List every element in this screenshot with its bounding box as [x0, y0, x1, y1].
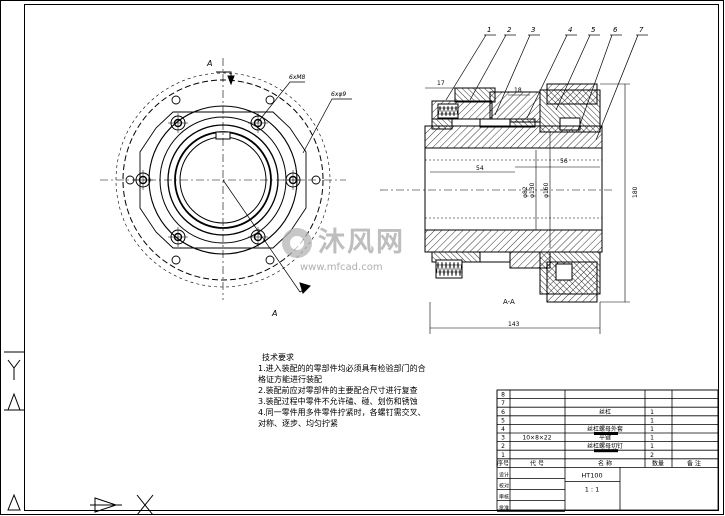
title-block-side-label: 审核 — [499, 493, 509, 500]
callout-number: 1 — [487, 26, 491, 34]
dim-dia-a: φ130 — [529, 182, 536, 198]
dim-top-mid: 18 — [514, 87, 522, 94]
callout-number: 5 — [591, 26, 596, 34]
callout-leader — [494, 34, 531, 116]
dim-dia-c: φ82 — [522, 186, 529, 198]
section-view — [424, 83, 603, 303]
bom-name: 丝杠 — [599, 408, 611, 416]
bom-seq: 7 — [501, 400, 505, 407]
watermark-logo-icon — [282, 228, 312, 258]
callout-number: 6 — [613, 26, 618, 34]
dim-total-len: 143 — [508, 321, 520, 328]
tech-line: 1.进入装配的的零部件均必须具有检验部门的合 — [258, 364, 426, 373]
title-block-side-label: 校对 — [499, 482, 509, 489]
bom-code: 10×8×22 — [522, 435, 551, 442]
bom-name: 丝杠螺母外套 — [587, 425, 623, 433]
section-label-top: A — [206, 59, 212, 68]
watermark-url: www.mfcad.com — [300, 262, 383, 273]
dim-left-len: 54 — [476, 165, 484, 172]
tech-line: 2.装配前应对零部件的主要配合尺寸进行复查 — [258, 386, 418, 395]
bom-redaction — [594, 432, 618, 435]
callout-number: 4 — [568, 26, 572, 34]
title-block-side-label: 批准 — [499, 504, 509, 511]
bom-name: 丝杠螺母切钉 — [587, 442, 623, 450]
bom-seq: 2 — [501, 443, 505, 450]
callout-number: 7 — [639, 26, 644, 34]
bom-seq: 5 — [501, 417, 505, 424]
material-label: HT100 — [581, 471, 602, 479]
technical-requirements: 技术要求 1.进入装配的的零部件均必须具有检验部门的合 格证方能进行装配 2.装… — [258, 352, 483, 429]
bom-header-seq: 序号 — [497, 459, 509, 467]
section-label-bottom: A — [271, 309, 277, 318]
bom-header-qty: 数量 — [652, 459, 664, 467]
outer-hole — [311, 175, 321, 185]
bom-header-note: 备 注 — [687, 459, 701, 467]
bom-seq: 4 — [501, 426, 505, 433]
callout-number: 2 — [507, 26, 512, 34]
outer-hole — [265, 255, 275, 265]
callout-leader — [526, 34, 568, 119]
hole-leaders — [257, 81, 352, 154]
bom-qty: 1 — [650, 435, 654, 442]
tech-line: 格证方能进行装配 — [258, 375, 322, 384]
dim-dia-b: φ160 — [543, 182, 550, 198]
watermark-title: 沐风网 — [318, 227, 405, 258]
bom-seq: 6 — [501, 409, 505, 416]
hole-note-inner: 6xM8 — [289, 74, 306, 81]
bom-qty: 2 — [650, 452, 654, 459]
bom-header-code: 代 号 — [530, 459, 544, 467]
bom-redaction — [594, 449, 618, 453]
bom-seq: 1 — [501, 452, 505, 459]
callout-number: 3 — [531, 26, 535, 34]
bom-qty: 1 — [650, 409, 654, 416]
watermark: 沐风网 — [282, 228, 405, 258]
callout-leader — [555, 34, 591, 111]
left-margin-marks — [4, 351, 154, 516]
outer-hole — [265, 95, 275, 105]
bom-name: 平键 — [599, 434, 611, 442]
bom-qty: 1 — [650, 443, 654, 450]
tech-title: 技术要求 — [262, 353, 294, 362]
title-block-side-label: 设计 — [499, 471, 509, 478]
dimension-lines — [425, 83, 630, 334]
thread-lower — [435, 261, 463, 277]
bom-qty: 1 — [650, 417, 654, 424]
callout-leader — [577, 34, 613, 131]
outer-hole — [171, 255, 181, 265]
tech-line: 3.装配过程中零件不允许磕、碰、划伤和锈蚀 — [258, 397, 418, 406]
cutting-plane — [216, 71, 311, 294]
scale-label: 1 : 1 — [585, 485, 600, 493]
dim-right-len: 56 — [560, 158, 568, 165]
hole-note-outer: 6xφ9 — [331, 91, 346, 98]
callout-leader — [595, 34, 639, 141]
section-title: A-A — [503, 298, 515, 306]
outer-hole — [125, 175, 135, 185]
inner-frame — [24, 4, 719, 511]
bom-seq: 3 — [501, 435, 505, 442]
dim-top-small: 17 — [437, 80, 445, 87]
outer-hole — [171, 95, 181, 105]
bom-seq: 8 — [501, 392, 505, 399]
dim-height: 180 — [632, 186, 639, 198]
bom-header-name: 名 称 — [598, 459, 612, 467]
tech-line: 4.同一零件用多件零件拧紧时，各螺钉需交叉、 — [258, 408, 426, 417]
thread-upper — [437, 105, 459, 117]
tech-line: 对称、逐步、均匀拧紧 — [258, 419, 338, 428]
callout-leader — [445, 34, 487, 101]
callout-leader — [469, 34, 507, 101]
part-callouts: 1 2 3 4 5 6 7 — [445, 26, 648, 141]
bom-qty: 1 — [650, 426, 654, 433]
thread-zigzag — [435, 105, 463, 277]
